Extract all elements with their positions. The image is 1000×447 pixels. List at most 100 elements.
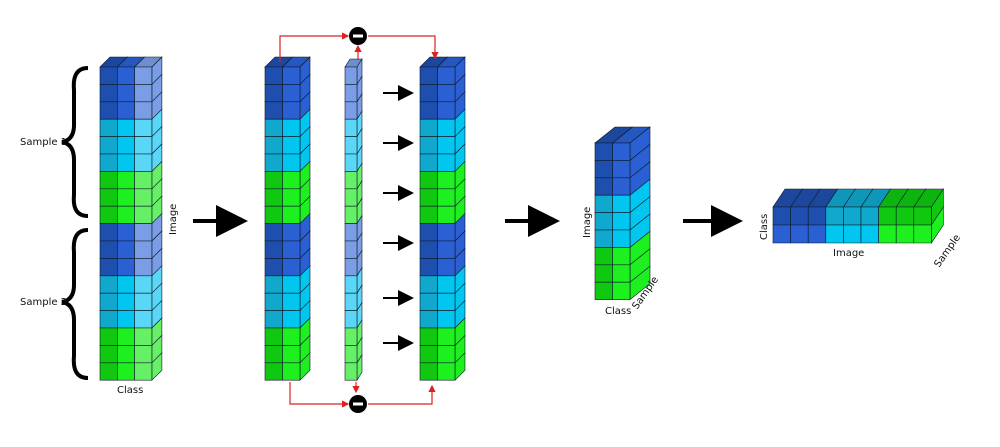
stack-input-cell: [117, 240, 135, 259]
block-reshaped-cell: [594, 229, 613, 248]
stack-prediction-cell: [264, 205, 283, 224]
block-reshaped-cell: [612, 247, 631, 266]
stack-input-cell: [99, 171, 118, 190]
block-transposed-cell: [843, 224, 862, 244]
label-image-1: Image: [168, 204, 179, 235]
stack-input-cell: [134, 171, 153, 190]
stack-input-cell: [134, 327, 153, 346]
block-transposed-cell: [843, 206, 862, 226]
stack-input-cell: [117, 258, 135, 277]
stack-input-cell: [99, 66, 118, 85]
block-reshaped-cell: [612, 281, 631, 300]
stack-target-cell: [344, 362, 358, 381]
stack-input-cell: [134, 362, 153, 381]
label-class-2: Class: [605, 306, 631, 317]
stack-difference-cell: [437, 136, 456, 155]
stack-target-cell: [344, 84, 358, 103]
block-reshaped-cell: [594, 194, 613, 213]
stack-input-cell: [99, 310, 118, 329]
stack-input-cell: [99, 327, 118, 346]
block-transposed-cell: [825, 224, 844, 244]
stack-prediction-cell: [282, 101, 301, 120]
stack-target-cell: [344, 136, 358, 155]
label-sample-2: Sample 2: [20, 297, 67, 308]
block-transposed-cell: [825, 206, 844, 226]
stack-input-cell: [117, 310, 135, 329]
stack-prediction-cell: [282, 188, 301, 207]
stack-difference-cell: [419, 240, 438, 259]
stack-difference-cell: [419, 84, 438, 103]
stack-target-cell: [344, 310, 358, 329]
block-reshaped-cell: [594, 247, 613, 266]
stack-input-cell: [99, 153, 118, 172]
block-transposed-cell: [772, 206, 791, 226]
stack-difference-cell: [419, 136, 438, 155]
stack-difference-cell: [419, 223, 438, 242]
block-transposed-cell: [860, 224, 879, 244]
stack-input-cell: [99, 101, 118, 120]
stack-difference-cell: [437, 240, 456, 259]
stack-prediction-cell: [264, 292, 283, 311]
stack-input-cell: [117, 136, 135, 155]
block-transposed-cell: [895, 206, 915, 226]
stack-prediction-cell: [282, 275, 301, 294]
stack-difference-cell: [437, 188, 456, 207]
stack-input-cell: [134, 118, 153, 137]
stack-target-cell: [344, 258, 358, 277]
stack-prediction-cell: [264, 153, 283, 172]
stack-input-cell: [117, 327, 135, 346]
block-reshaped-cell: [594, 160, 613, 179]
block-transposed-cell: [807, 206, 827, 226]
stack-difference-cell: [419, 66, 438, 85]
stack-difference-cell: [419, 327, 438, 346]
red-connector-top-right: [368, 35, 439, 60]
block-reshaped-cell: [594, 177, 613, 196]
stack-input-cell: [99, 223, 118, 242]
stack-prediction-cell: [282, 136, 301, 155]
red-connector-bottom: [289, 382, 350, 408]
stack-input-cell: [117, 275, 135, 294]
block-transposed-cell: [790, 206, 809, 226]
stack-difference-cell: [437, 327, 456, 346]
stack-input-cell: [134, 345, 153, 364]
block-reshaped-cell: [612, 160, 631, 179]
stack-difference-cell: [437, 362, 456, 381]
stack-input-cell: [134, 205, 153, 224]
stack-prediction-cell: [264, 84, 283, 103]
red-connector-top: [279, 32, 350, 62]
label-class-1: Class: [117, 385, 143, 396]
stack-input-cell: [117, 153, 135, 172]
stack-input-cell: [134, 258, 153, 277]
stack-difference-cell: [419, 362, 438, 381]
stack-target-cell: [344, 171, 358, 190]
stack-difference-cell: [419, 345, 438, 364]
brace-sample-1: [61, 66, 89, 218]
block-reshaped-cell: [612, 194, 631, 213]
stack-input-cell: [134, 275, 153, 294]
stack-prediction-cell: [264, 223, 283, 242]
stack-prediction-cell: [282, 153, 301, 172]
stack-difference-cell: [419, 153, 438, 172]
stack-input-cell: [99, 362, 118, 381]
minus-icon-bottom: [349, 395, 367, 413]
stack-prediction-cell: [282, 240, 301, 259]
stack-input-cell: [134, 188, 153, 207]
stack-input-cell: [117, 171, 135, 190]
stack-input-cell: [99, 84, 118, 103]
stack-difference-cell: [419, 275, 438, 294]
stack-input-cell: [134, 223, 153, 242]
stack-difference-cell: [419, 258, 438, 277]
stack-input-cell: [99, 205, 118, 224]
label-image-3: Image: [833, 248, 864, 259]
label-sample-axis-3: Sample: [932, 233, 963, 270]
stack-difference-cell: [437, 292, 456, 311]
stack-prediction-cell: [264, 362, 283, 381]
minus-icon-top: [349, 27, 367, 45]
brace-sample-2: [61, 228, 89, 380]
block-reshaped-cell: [612, 212, 631, 231]
block-reshaped-cell: [612, 177, 631, 196]
stack-input-cell: [117, 84, 135, 103]
stack-prediction-cell: [264, 188, 283, 207]
stack-prediction-cell: [264, 101, 283, 120]
